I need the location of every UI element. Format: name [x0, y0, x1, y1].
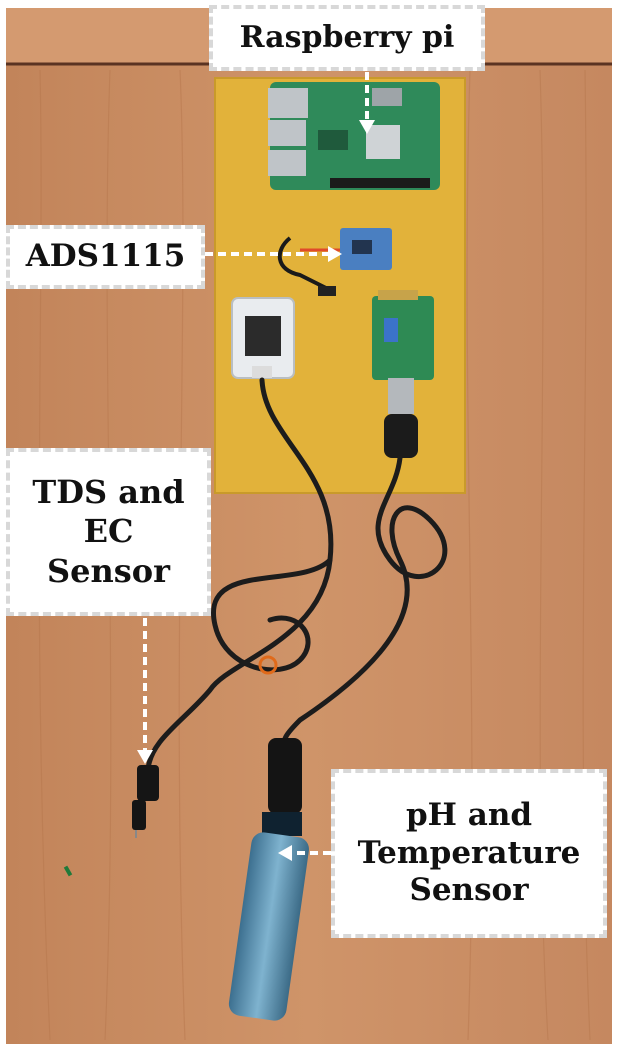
raspberry-pi-board: [268, 82, 440, 190]
ph-sensor-board: [372, 290, 434, 458]
tds-ec-sensor-label: TDS and EC Sensor: [6, 448, 211, 616]
tds-ec-board: [231, 297, 295, 379]
ph-temperature-sensor-label: pH and Temperature Sensor: [331, 769, 607, 938]
ph-probe: [228, 738, 309, 1021]
ads1115-label: ADS1115: [6, 225, 205, 289]
pointer-arrows: [143, 72, 369, 855]
cable-tie: [258, 655, 278, 675]
raspberry-pi-label: Raspberry pi: [209, 5, 485, 71]
ads1115-label-text: ADS1115: [25, 238, 186, 275]
tds-probe: [132, 765, 159, 838]
ph-temperature-sensor-label-text: pH and Temperature Sensor: [357, 796, 581, 909]
arrow-heads: [137, 120, 375, 861]
tds-ec-sensor-label-text: TDS and EC Sensor: [32, 473, 185, 590]
raspberry-pi-label-text: Raspberry pi: [239, 19, 455, 55]
sensor-cables: [145, 377, 448, 773]
